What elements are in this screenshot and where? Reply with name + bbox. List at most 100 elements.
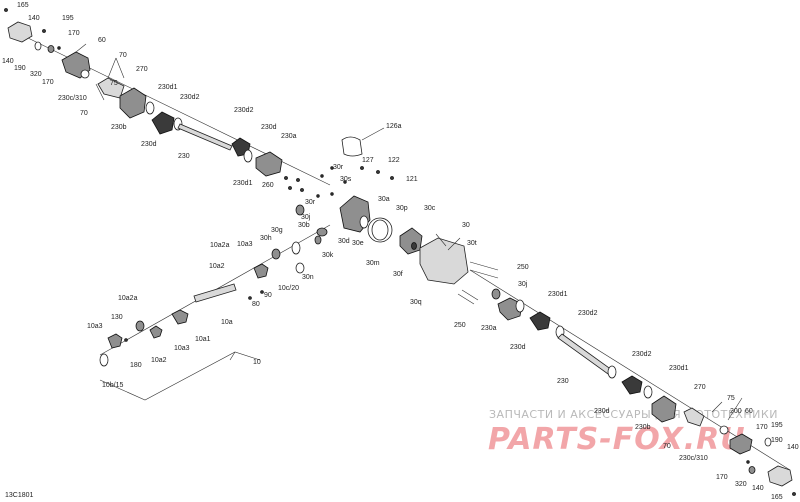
label-126a: 126a bbox=[386, 123, 402, 130]
label-70-a: 70 bbox=[119, 52, 127, 59]
oring-30e bbox=[371, 219, 389, 241]
bolt-121 bbox=[390, 176, 394, 180]
label-320-a: 320 bbox=[30, 71, 42, 78]
label-230c310-a: 230c/310 bbox=[58, 95, 87, 102]
label-230d-c: 230d bbox=[510, 344, 526, 351]
label-270-b: 270 bbox=[694, 384, 706, 391]
label-230d1-c: 230d1 bbox=[548, 291, 568, 298]
label-30m: 30m bbox=[366, 260, 380, 267]
label-30n: 30n bbox=[302, 274, 314, 281]
bolt-127 bbox=[360, 166, 364, 170]
label-122: 122 bbox=[388, 157, 400, 164]
label-30j-a: 30j bbox=[301, 214, 311, 221]
washer-190-lower bbox=[764, 437, 772, 447]
label-130: 130 bbox=[111, 314, 123, 321]
label-10a3-c: 10a3 bbox=[174, 345, 190, 352]
boot-230d-lower bbox=[529, 311, 551, 331]
label-30k: 30k bbox=[322, 252, 334, 259]
label-140-d: 140 bbox=[752, 485, 764, 492]
stud-250-a bbox=[469, 261, 499, 271]
housing-30 bbox=[419, 237, 469, 285]
label-121: 121 bbox=[406, 176, 418, 183]
label-230d-a: 230d bbox=[141, 141, 157, 148]
label-230d1-a: 230d1 bbox=[158, 84, 178, 91]
label-195-b: 195 bbox=[771, 422, 783, 429]
label-10a3-a: 10a3 bbox=[237, 241, 253, 248]
boot-230d-top bbox=[151, 111, 175, 135]
diagram-code: 13C1801 bbox=[5, 492, 34, 499]
label-30a: 30a bbox=[378, 196, 390, 203]
clamp-230d1-lower bbox=[515, 299, 525, 313]
label-170-d: 170 bbox=[716, 474, 728, 481]
seal-30j bbox=[295, 204, 305, 216]
label-250-a: 250 bbox=[517, 264, 529, 271]
nut-195-top bbox=[42, 29, 46, 33]
label-30r-b: 30r bbox=[305, 199, 316, 206]
label-230c310-b: 230c/310 bbox=[679, 455, 708, 462]
label-127: 127 bbox=[362, 157, 374, 164]
coupler-130 bbox=[135, 320, 145, 332]
label-140-c: 140 bbox=[787, 444, 799, 451]
label-230-b: 230 bbox=[557, 378, 569, 385]
label-170-a: 170 bbox=[68, 30, 80, 37]
shaft-10a bbox=[193, 283, 237, 303]
pin-180 bbox=[124, 338, 128, 342]
bearing-30h bbox=[271, 248, 281, 260]
yoke-10a3-lower bbox=[149, 325, 163, 339]
label-30r-a: 30r bbox=[333, 164, 344, 171]
watermark: ЗАПЧАСТИ И АКСЕССУАРЫ ДЛЯ МОТОТЕХНИКИ PA… bbox=[488, 408, 777, 457]
bolt-165-top bbox=[4, 8, 8, 12]
seal-30k bbox=[314, 235, 322, 245]
gasket-30m bbox=[367, 217, 393, 243]
label-230d2-a: 230d2 bbox=[180, 94, 200, 101]
label-230d2-b: 230d2 bbox=[234, 107, 254, 114]
nut-320-top bbox=[47, 45, 55, 53]
label-270-a: 270 bbox=[136, 66, 148, 73]
label-30: 30 bbox=[462, 222, 470, 229]
label-10c20: 10c/20 bbox=[278, 285, 299, 292]
stud-250-d bbox=[461, 289, 479, 301]
pin-90 bbox=[260, 290, 264, 294]
label-90: 90 bbox=[264, 292, 272, 299]
label-170-c: 170 bbox=[756, 424, 768, 431]
bracket-126a bbox=[341, 136, 363, 157]
label-140-a: 140 bbox=[28, 15, 40, 22]
label-10a2-b: 10a2 bbox=[151, 357, 167, 364]
label-170-b: 170 bbox=[42, 79, 54, 86]
leader-lines bbox=[75, 43, 743, 421]
label-195-a: 195 bbox=[62, 15, 74, 22]
propeller-shaft-parts bbox=[99, 263, 269, 367]
clamp-230d1-lower-b bbox=[643, 385, 653, 399]
seal-30f bbox=[411, 242, 417, 250]
boot-230c-lower bbox=[683, 407, 705, 427]
washer-190-top bbox=[34, 41, 42, 51]
label-320-b: 320 bbox=[735, 481, 747, 488]
shim-30n bbox=[295, 262, 305, 274]
label-10a3-b: 10a3 bbox=[87, 323, 103, 330]
label-230-a: 230 bbox=[178, 153, 190, 160]
washer-30g bbox=[291, 241, 301, 255]
watermark-logo: PARTS-FOX.RU bbox=[488, 422, 746, 457]
label-10a2a-a: 10a2a bbox=[210, 242, 230, 249]
label-140-b: 140 bbox=[2, 58, 14, 65]
boot-230c-top bbox=[97, 77, 125, 99]
pin-170-lower bbox=[746, 460, 750, 464]
shim-30d bbox=[359, 215, 369, 229]
pin-170-top bbox=[57, 46, 61, 50]
label-200: 200 bbox=[730, 408, 742, 415]
label-30p: 30p bbox=[396, 205, 408, 212]
label-10a2a-b: 10a2a bbox=[118, 295, 138, 302]
yoke-10a2-upper bbox=[253, 263, 269, 279]
seal-30j-lower bbox=[491, 288, 501, 300]
label-30s: 30s bbox=[340, 176, 352, 183]
label-30c: 30c bbox=[424, 205, 436, 212]
label-230d2-d: 230d2 bbox=[632, 351, 652, 358]
label-30g: 30g bbox=[271, 227, 283, 234]
center-gearbox bbox=[271, 136, 469, 285]
ring-70-top bbox=[80, 69, 90, 79]
lower-drive-parts bbox=[457, 261, 796, 496]
label-230a-a: 230a bbox=[281, 133, 297, 140]
flange-140-lower bbox=[767, 465, 793, 487]
label-190-b: 190 bbox=[771, 437, 783, 444]
